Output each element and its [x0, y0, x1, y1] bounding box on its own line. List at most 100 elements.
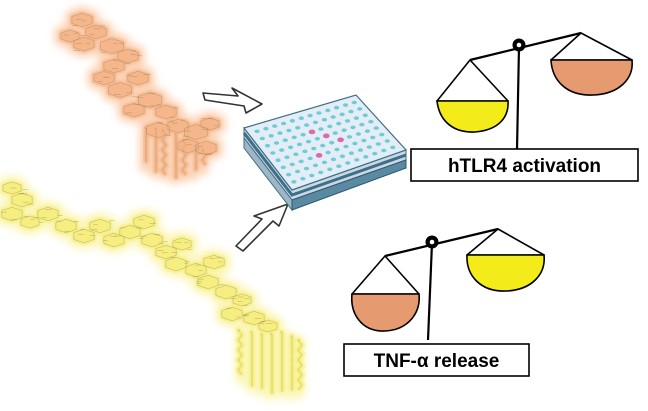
well [336, 121, 342, 126]
arrow-top-icon [202, 87, 263, 114]
well [350, 125, 356, 130]
well [272, 124, 278, 128]
well [288, 145, 294, 150]
well [296, 142, 303, 147]
well [325, 108, 331, 113]
well [339, 112, 345, 117]
well [325, 150, 331, 155]
well [302, 149, 308, 154]
well [330, 157, 337, 162]
well [286, 128, 292, 133]
well [286, 172, 292, 177]
arrow-bottom-icon [235, 203, 289, 252]
well [281, 121, 287, 126]
well [359, 122, 365, 127]
well [363, 155, 369, 159]
well [352, 141, 358, 146]
multiwell-plate-icon [242, 94, 408, 212]
well [342, 103, 349, 107]
well [316, 111, 322, 115]
well [289, 162, 295, 167]
well [305, 139, 312, 144]
well [304, 123, 310, 127]
well [291, 135, 297, 140]
well [353, 116, 359, 120]
label-box-tnf: TNF-α release [343, 343, 530, 377]
well-hit [323, 133, 330, 139]
well [311, 146, 317, 151]
well [334, 105, 340, 110]
well [372, 151, 378, 156]
well [312, 120, 319, 125]
well [381, 148, 387, 153]
well [307, 113, 313, 118]
well [263, 126, 269, 131]
well [332, 131, 338, 135]
orange-molecule-icon [54, 6, 226, 185]
well [282, 138, 288, 142]
well [366, 145, 372, 149]
well [329, 140, 335, 145]
well-hit [308, 129, 316, 135]
well [279, 148, 285, 152]
well [284, 155, 290, 160]
well [298, 159, 304, 164]
well [293, 152, 299, 157]
well [370, 135, 376, 140]
well [384, 139, 390, 143]
yellow-molecule-icon [0, 175, 305, 401]
well [265, 143, 271, 148]
balance-scale-bottom-icon [351, 227, 545, 341]
well [343, 144, 349, 149]
well [339, 154, 345, 159]
well [348, 109, 354, 114]
well [327, 167, 333, 172]
well [355, 132, 361, 136]
well [277, 131, 283, 135]
well [254, 129, 260, 134]
well [268, 134, 274, 138]
well [300, 132, 306, 137]
well [357, 107, 363, 111]
well [321, 117, 327, 122]
well [379, 132, 385, 137]
well [298, 116, 304, 120]
well [334, 147, 340, 152]
well [312, 163, 319, 168]
well [344, 119, 351, 123]
well [275, 158, 281, 162]
well-hit [315, 153, 323, 158]
well [373, 126, 379, 130]
htlr4-activation-label: hTLR4 activation [448, 156, 601, 177]
well [368, 119, 374, 124]
well [336, 164, 342, 168]
well [309, 173, 315, 178]
well [330, 115, 336, 119]
well [295, 126, 301, 130]
well [375, 142, 381, 146]
tnf-release-label: TNF-α release [374, 351, 500, 372]
well [354, 158, 360, 162]
well [291, 180, 297, 184]
well [318, 170, 324, 175]
well [320, 143, 326, 148]
well [346, 135, 353, 139]
well [300, 176, 306, 181]
well [307, 156, 313, 161]
well [361, 138, 367, 143]
well [364, 129, 370, 133]
well [341, 128, 347, 132]
well [273, 141, 280, 145]
well [357, 148, 363, 152]
well [270, 151, 276, 155]
well [348, 151, 354, 155]
well [390, 145, 396, 150]
well [289, 119, 295, 123]
well [345, 161, 351, 165]
well [303, 166, 310, 171]
well [351, 100, 357, 105]
well [314, 137, 320, 141]
well [259, 136, 265, 141]
